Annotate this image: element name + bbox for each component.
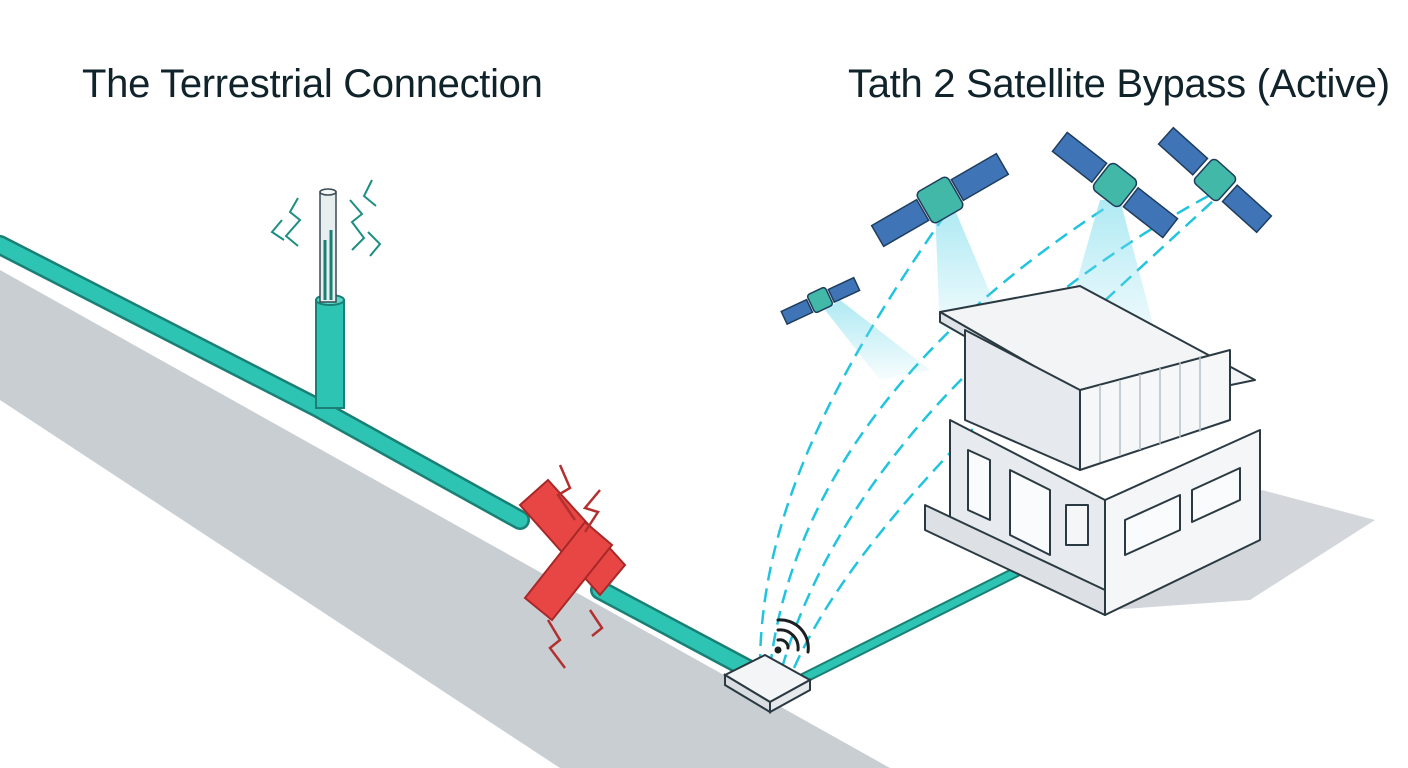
break-x-icon (518, 464, 627, 669)
ground-strip (0, 270, 890, 768)
satellite-icon (1157, 126, 1273, 234)
satellite-icon (870, 152, 1010, 248)
house (924, 285, 1261, 616)
terrestrial-title: The Terrestrial Connection (82, 62, 543, 106)
router[interactable] (722, 653, 813, 714)
satellite-beam (825, 300, 930, 380)
satellite-title: Tath 2 Satellite Bypass (Active) (848, 62, 1390, 106)
satellite-icon (780, 276, 861, 326)
satellite-icon (1051, 131, 1179, 239)
wifi-icon (774, 618, 810, 654)
terrestrial-cable (0, 188, 1023, 685)
cable-sparks-icon (270, 179, 382, 257)
